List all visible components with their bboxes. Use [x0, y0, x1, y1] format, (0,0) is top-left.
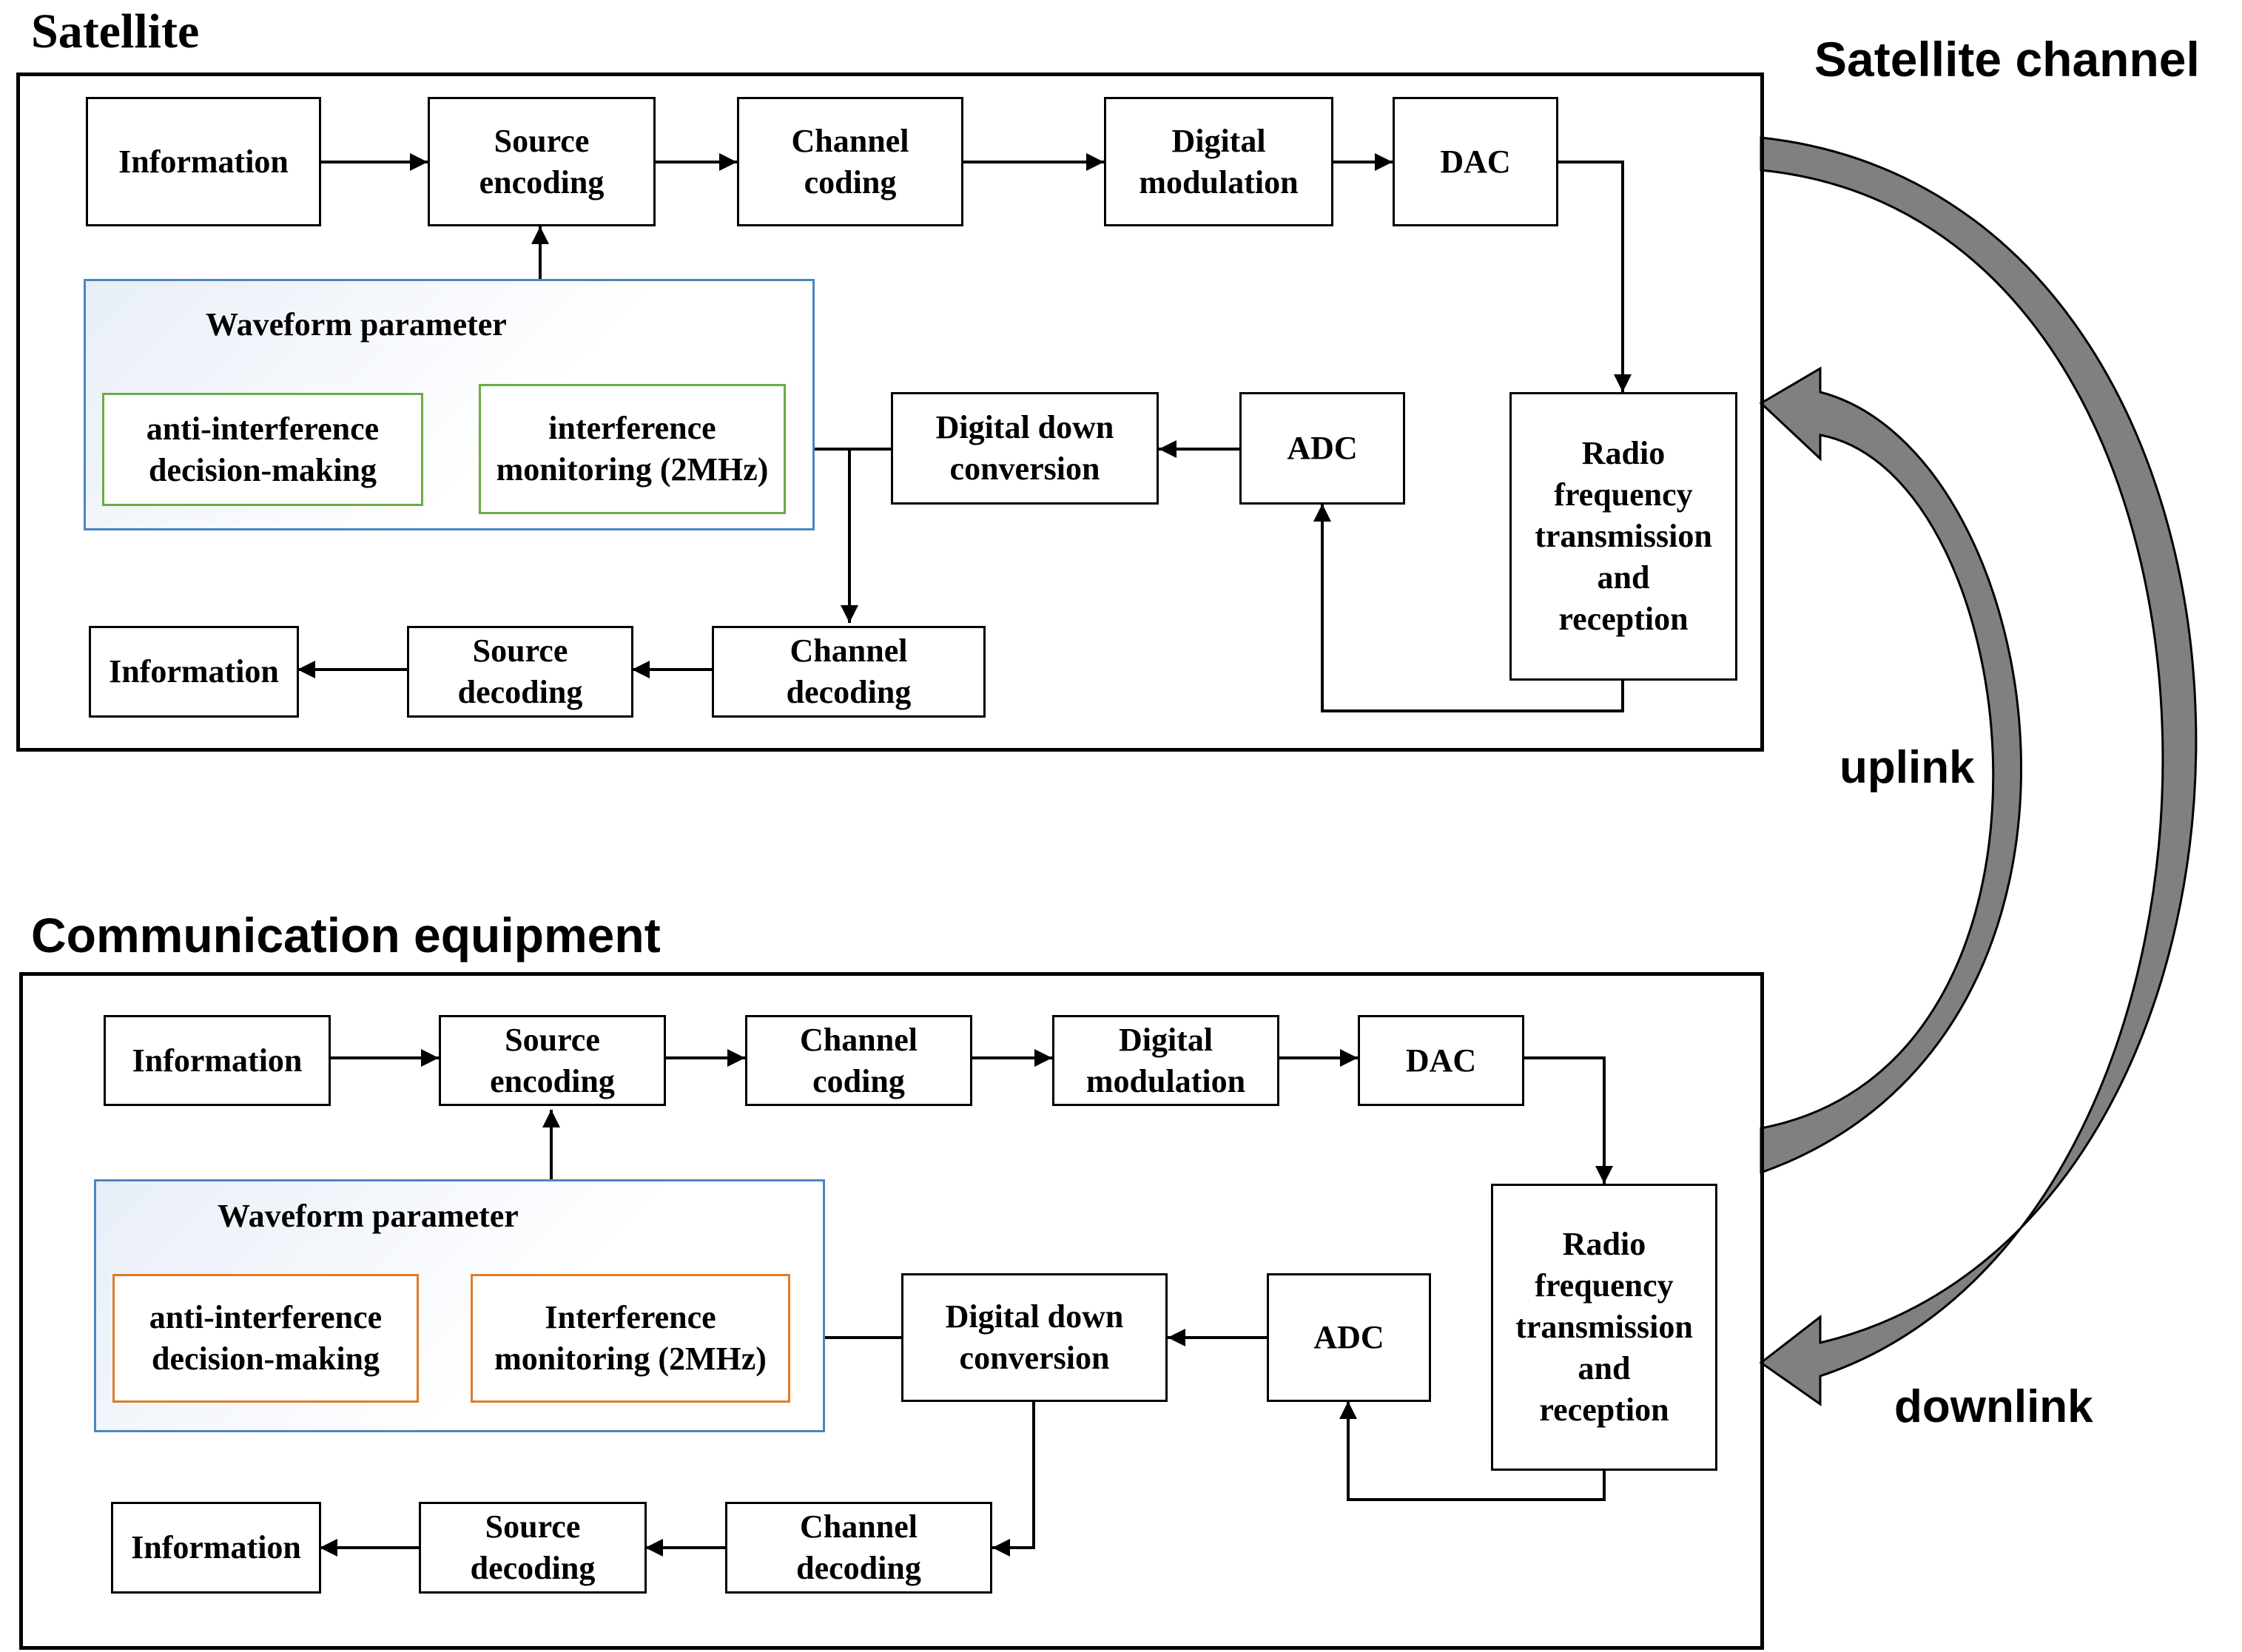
- equipment-panel: [19, 972, 1764, 1650]
- uplink-label: uplink: [1839, 742, 1975, 793]
- equipment-anti-interference-decision: anti-interference decision-making: [112, 1274, 419, 1403]
- equipment-digital-modulation: Digital modulation: [1052, 1015, 1279, 1106]
- downlink-label: downlink: [1894, 1381, 2093, 1432]
- downlink-arc: [1759, 136, 2198, 1406]
- satellite-panel: [16, 73, 1764, 752]
- satellite-adc: ADC: [1239, 392, 1405, 505]
- eq-arrow-rf-to-adc: [1339, 1401, 1606, 1501]
- sat-arrow-dac-to-rf: [1558, 161, 1632, 392]
- satellite-title: Satellite: [31, 4, 200, 58]
- equipment-information-output: Information: [111, 1502, 321, 1594]
- equipment-source-encoding: Source encoding: [439, 1015, 666, 1106]
- satellite-waveform-parameter-label: Waveform parameter: [206, 306, 507, 343]
- satellite-source-encoding: Source encoding: [428, 97, 656, 226]
- satellite-interference-monitoring: interference monitoring (2MHz): [479, 384, 786, 514]
- satellite-rf-transceiver: Radio frequency transmission and recepti…: [1509, 392, 1737, 681]
- equipment-information-input: Information: [104, 1015, 331, 1106]
- equipment-adc: ADC: [1267, 1273, 1431, 1402]
- equipment-waveform-parameter-label: Waveform parameter: [218, 1198, 519, 1234]
- equipment-digital-down-conversion: Digital down conversion: [901, 1273, 1168, 1402]
- satellite-channel-arcs: [1759, 136, 2198, 1406]
- satellite-source-decoding: Source decoding: [407, 626, 633, 718]
- satellite-dac: DAC: [1393, 97, 1558, 226]
- equipment-channel-coding: Channel coding: [745, 1015, 972, 1106]
- satellite-channel-coding: Channel coding: [737, 97, 963, 226]
- satellite-digital-modulation: Digital modulation: [1104, 97, 1333, 226]
- eq-arrow-ddc-to-channel-decoding: [992, 1400, 1035, 1557]
- equipment-source-decoding: Source decoding: [419, 1502, 647, 1594]
- satellite-information-input: Information: [86, 97, 321, 226]
- satellite-channel-title: Satellite channel: [1814, 32, 2200, 87]
- sat-arrow-rf-to-adc: [1313, 504, 1624, 712]
- equipment-interference-monitoring: Interference monitoring (2MHz): [471, 1274, 790, 1403]
- equipment-title: Communication equipment: [31, 908, 661, 962]
- equipment-dac: DAC: [1358, 1015, 1524, 1106]
- equipment-rf-transceiver: Radio frequency transmission and recepti…: [1491, 1184, 1717, 1471]
- satellite-digital-down-conversion: Digital down conversion: [891, 392, 1159, 505]
- satellite-information-output: Information: [89, 626, 299, 718]
- satellite-channel-decoding: Channel decoding: [712, 626, 986, 718]
- eq-arrow-dac-to-rf: [1523, 1056, 1613, 1184]
- equipment-channel-decoding: Channel decoding: [725, 1502, 992, 1594]
- uplink-arc: [1759, 366, 2023, 1175]
- satellite-anti-interference-decision: anti-interference decision-making: [102, 393, 423, 506]
